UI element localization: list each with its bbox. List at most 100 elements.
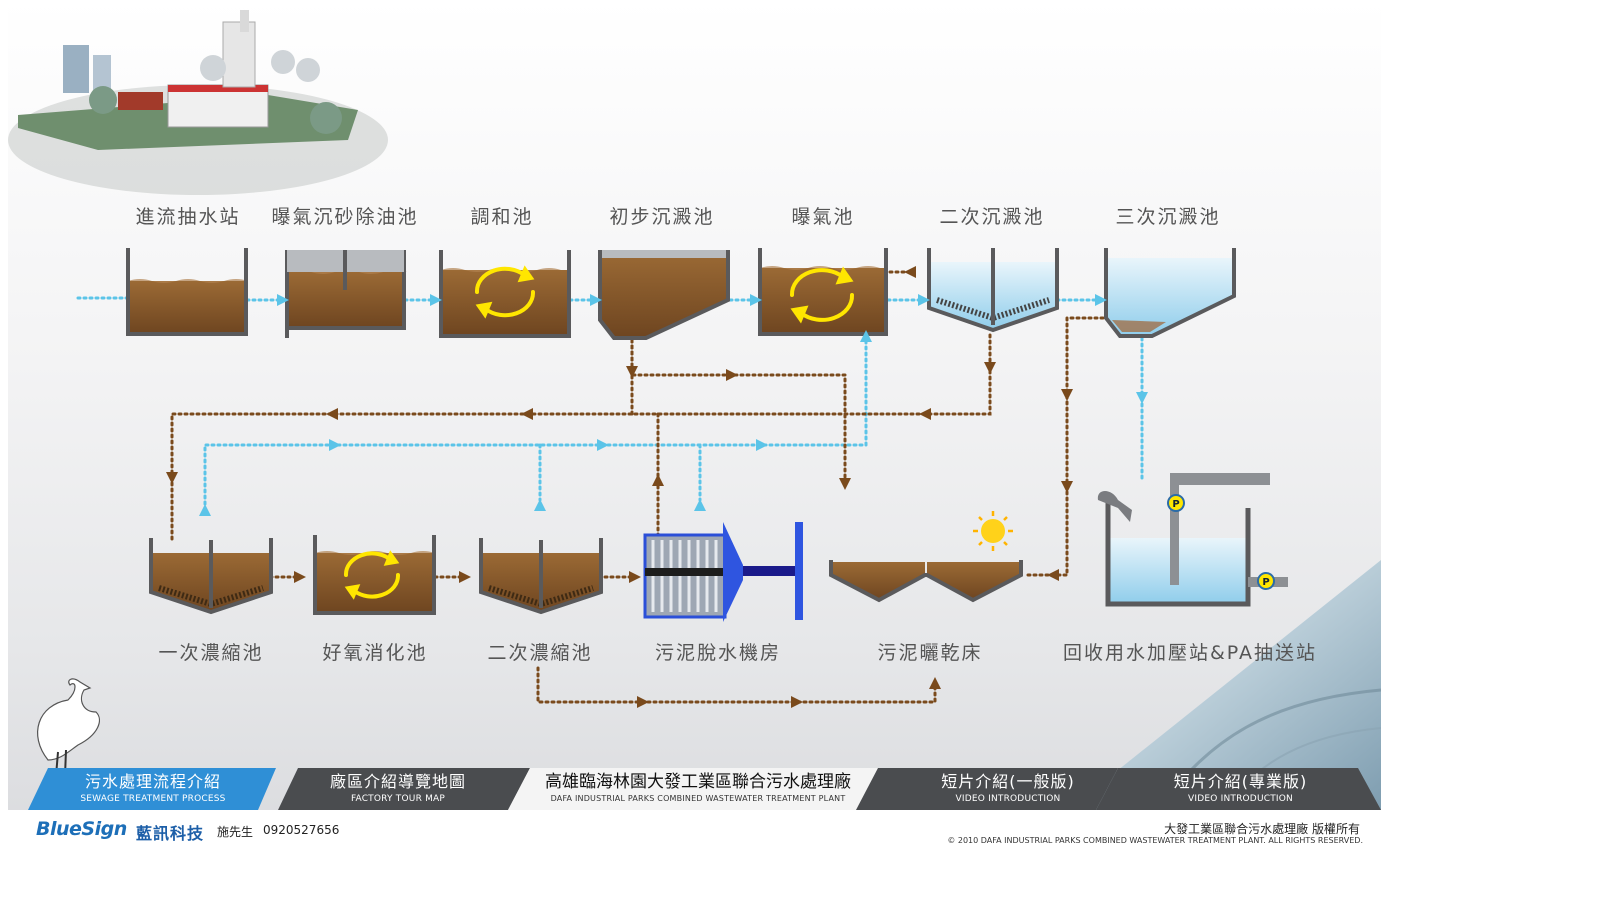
sludge-arrow-cake-3 — [929, 677, 941, 689]
label-thick1[interactable]: 一次濃縮池 — [158, 642, 264, 664]
sludge-arrow-primary — [626, 366, 638, 378]
sludge-arrow-cake-2 — [791, 696, 803, 708]
tank-aeration — [758, 248, 888, 336]
pump-icon-2 — [1257, 572, 1275, 590]
label-primary[interactable]: 初步沉澱池 — [609, 206, 715, 228]
flow-arrowheads — [166, 266, 1148, 708]
mixing-arrows-equalization — [474, 265, 536, 319]
water-return-arrow-dewater — [694, 499, 706, 511]
label-secondary[interactable]: 二次沉澱池 — [939, 206, 1045, 228]
sludge-arrow-digest-to-thick2 — [459, 571, 471, 583]
tank-equalization — [439, 250, 571, 338]
sludge-dewatering-press — [643, 522, 803, 622]
nav-video-general[interactable]: 短片介紹(一般版) VIDEO INTRODUCTION — [903, 768, 1113, 810]
sludge-arrow-tertiary-2 — [1061, 481, 1073, 493]
water-return-arrow-aeration — [860, 330, 872, 342]
treatment-plant-illustration — [8, 10, 388, 195]
reuse-water-pressure-station: PP — [1097, 473, 1288, 607]
water-arrow-tertiary-to-reuse — [1136, 392, 1148, 404]
tank-primary-clarifier — [598, 250, 730, 340]
tank-tertiary-clarifier — [1104, 248, 1236, 338]
sludge-arrow-secondary — [984, 362, 996, 374]
sun-icon — [973, 511, 1013, 551]
sludge-arrow-return-3 — [326, 408, 338, 420]
sludge-arrow-thick1-to-digest — [294, 571, 306, 583]
contact-phone: 0920527656 — [263, 823, 340, 837]
tank-secondary-clarifier — [927, 248, 1059, 333]
water-arrow-equal-to-primary — [590, 294, 602, 306]
water-return-arrow-thick1 — [199, 504, 211, 516]
nav-video-pro[interactable]: 短片介紹(專業版) VIDEO INTRODUCTION — [1133, 768, 1348, 810]
copyright-english: © 2010 DAFA INDUSTRIAL PARKS COMBINED WA… — [947, 836, 1363, 845]
water-arrow-grit-to-equal — [430, 294, 442, 306]
water-return-arrow-thick2 — [534, 499, 546, 511]
water-return-arrow-1 — [597, 439, 609, 451]
label-digest[interactable]: 好氧消化池 — [322, 642, 428, 664]
sludge-arrow-cake-1 — [637, 696, 649, 708]
label-tertiary[interactable]: 三次沉澱池 — [1115, 206, 1221, 228]
contact-name: 施先生 — [217, 825, 254, 839]
sludge-arrow-thick1 — [166, 472, 178, 484]
mixing-arrows-aeration — [789, 266, 855, 324]
sludge-drying-beds — [829, 560, 1023, 603]
label-reuse[interactable]: 回收用水加壓站&PA抽送站 — [1062, 642, 1318, 664]
copyright-chinese: 大發工業區聯合污水處理廠 版權所有 — [1164, 822, 1360, 836]
sludge-arrow-drybed — [839, 478, 851, 490]
tank-primary-thickener — [149, 538, 273, 615]
nav-factory-tour-subtitle: FACTORY TOUR MAP — [350, 794, 446, 804]
bluesign-logo[interactable]: BlueSign — [36, 818, 127, 840]
sludge-tertiary-line — [1023, 316, 1117, 577]
nav-background — [28, 768, 1381, 810]
sludge-arrow-tertiary-1 — [1061, 389, 1073, 401]
label-equal[interactable]: 調和池 — [470, 206, 534, 228]
footer — [0, 810, 1600, 900]
nav-video-pro-title: 短片介紹(專業版) — [1173, 772, 1308, 791]
sludge-arrow-return-2 — [521, 408, 533, 420]
pump-label-1: P — [1172, 499, 1179, 510]
label-aeration[interactable]: 曝氣池 — [791, 206, 855, 228]
tank-inflow-pump-station — [126, 248, 248, 336]
tank-aerobic-digester — [313, 535, 436, 615]
nav-video-general-title: 短片介紹(一般版) — [941, 772, 1075, 791]
sludge-arrow-primary-r — [726, 369, 738, 381]
water-return-arrow-2 — [756, 439, 768, 451]
sludge-arrow-recycle — [904, 266, 916, 278]
nav-video-pro-subtitle: VIDEO INTRODUCTION — [1188, 794, 1293, 804]
process-flow-diagram: PP — [8, 10, 1381, 810]
label-thick2[interactable]: 二次濃縮池 — [487, 642, 593, 664]
label-dewater[interactable]: 污泥脫水機房 — [654, 642, 782, 664]
nav-video-general-subtitle: VIDEO INTRODUCTION — [955, 794, 1061, 804]
water-arrow-inflow-to-grit — [277, 294, 289, 306]
sludge-arrow-return-1 — [919, 408, 931, 420]
nav-sewage-process-title: 污水處理流程介紹 — [84, 772, 221, 791]
plant-name: 高雄臨海林園大發工業區聯合污水處理廠 — [545, 772, 851, 792]
sludge-cake-to-drybed — [536, 666, 937, 704]
company-name: 藍訊科技 — [136, 824, 205, 843]
pump-label-2: P — [1262, 577, 1269, 588]
nav-factory-tour[interactable]: 廠區介紹導覽地圖 FACTORY TOUR MAP — [293, 768, 503, 810]
water-return-line — [203, 333, 868, 512]
water-return-arrow-0 — [329, 439, 341, 451]
treatment-tanks: PP — [126, 248, 1288, 622]
nav-factory-tour-title: 廠區介紹導覽地圖 — [329, 772, 466, 791]
label-grit[interactable]: 曝氣沉砂除油池 — [271, 206, 419, 228]
label-drybed[interactable]: 污泥曬乾床 — [877, 642, 983, 664]
tank-secondary-thickener — [479, 538, 603, 615]
label-inflow[interactable]: 進流抽水站 — [135, 206, 241, 228]
plant-name-english: DAFA INDUSTRIAL PARKS COMBINED WASTEWATE… — [550, 794, 846, 803]
nav-sewage-process[interactable]: 污水處理流程介紹 SEWAGE TREATMENT PROCESS — [48, 768, 258, 810]
sludge-arrow-dewater — [652, 474, 664, 486]
sludge-arrow-tertiary-3 — [1047, 569, 1059, 581]
mixing-arrows-digester — [343, 550, 401, 600]
water-arrow-secondary-to-tertiary — [1095, 294, 1107, 306]
nav-sewage-process-subtitle: SEWAGE TREATMENT PROCESS — [80, 794, 226, 804]
water-arrow-aeration-to-secondary — [918, 294, 930, 306]
bottom-navigation: 污水處理流程介紹 SEWAGE TREATMENT PROCESS 廠區介紹導覽… — [8, 768, 1381, 810]
pump-icon-1 — [1167, 494, 1185, 512]
water-arrow-primary-to-aeration — [750, 294, 762, 306]
tank-aerated-grit-chamber — [285, 250, 407, 338]
nav-plant-title[interactable]: 高雄臨海林園大發工業區聯合污水處理廠 DAFA INDUSTRIAL PARKS… — [528, 768, 868, 810]
coastline-backdrop — [1068, 560, 1381, 810]
sludge-arrow-thick2-to-dewater — [629, 571, 641, 583]
